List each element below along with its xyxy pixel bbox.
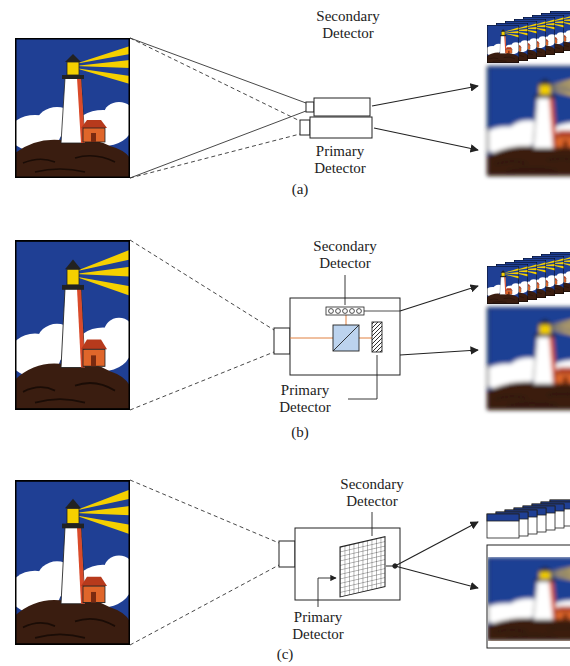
panel-letter: (b): [291, 424, 309, 441]
output-arrow: [395, 522, 478, 566]
blurred-image: [481, 66, 570, 176]
sensor-grid: [340, 537, 385, 597]
scene-image: [9, 240, 134, 410]
leader-line: [372, 512, 373, 536]
blurred-image: [488, 557, 570, 641]
frame-stack: [487, 500, 570, 538]
secondary-camera: [306, 98, 370, 116]
panel-letter: (a): [292, 181, 309, 198]
detector-label: Secondary Detector: [340, 476, 403, 510]
output-arrow: [374, 128, 478, 150]
view-lines: [130, 480, 279, 645]
secondary-sensor: [326, 307, 400, 315]
frame-stack: [485, 252, 570, 304]
leader-line: [318, 578, 336, 607]
light-path: [290, 338, 372, 339]
camera-body: [274, 298, 400, 375]
primary-camera: [300, 117, 372, 138]
scene-image: [9, 480, 134, 645]
blurred-image: [481, 307, 570, 410]
output-arrow: [400, 350, 478, 355]
detector-label: Primary Detector: [314, 143, 366, 177]
output-arrow: [395, 566, 478, 588]
scene-image: [9, 38, 134, 178]
output-arrow: [400, 286, 478, 311]
primary-sensor: [372, 322, 382, 352]
view-lines: [130, 38, 306, 178]
leader-line: [348, 355, 377, 399]
frame-stack: [485, 11, 570, 63]
camera-body: [279, 528, 400, 600]
detector-label: Primary Detector: [292, 609, 344, 643]
beam-splitter: [333, 325, 359, 351]
output-arrow: [372, 86, 478, 106]
detector-label: Primary Detector: [279, 382, 331, 416]
panel-letter: (c): [277, 646, 294, 663]
leader-line: [345, 275, 346, 305]
detector-label: Secondary Detector: [316, 8, 379, 42]
view-lines: [130, 240, 274, 410]
detector-label: Secondary Detector: [313, 238, 376, 272]
